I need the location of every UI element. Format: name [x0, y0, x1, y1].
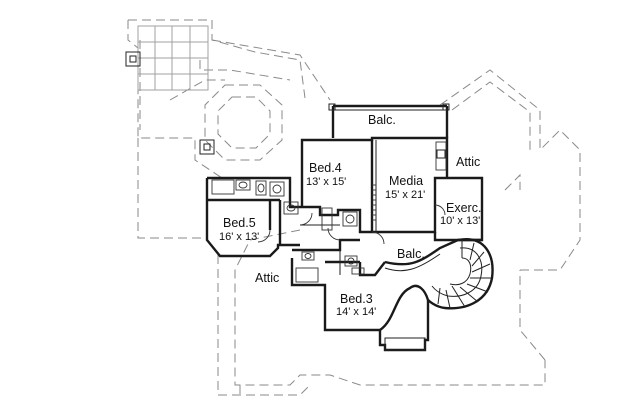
roof-outline: [127, 19, 581, 396]
bath-fixtures: [211, 179, 365, 283]
room-labels: Balc. Bed.4 13' x 15' Media 15' x 21' At…: [219, 113, 481, 318]
top-balcony: [328, 103, 450, 138]
room-name-media: Media: [389, 174, 423, 188]
room-size-media: 15' x 21': [385, 189, 425, 201]
room-name-bed3: Bed.3: [340, 292, 373, 306]
room-name-balc-top: Balc.: [368, 113, 396, 127]
room-name-bed5: Bed.5: [223, 216, 256, 230]
room-size-bed4: 13' x 15': [306, 176, 346, 188]
room-size-bed3: 14' x 14': [336, 306, 376, 318]
room-name-exerc: Exerc.: [446, 201, 481, 215]
pergola-grid: [125, 25, 215, 155]
spiral-stair: [427, 238, 494, 310]
interior-stair: [321, 141, 447, 231]
room-name-attic-right: Attic: [456, 155, 480, 169]
room-size-bed5: 16' x 13': [219, 231, 259, 243]
room-name-balc-mid: Balc.: [397, 247, 425, 261]
building-walls: [205, 136, 484, 352]
room-size-exerc: 10' x 13': [440, 215, 480, 227]
room-name-attic-left: Attic: [255, 271, 279, 285]
door-swings: [257, 204, 446, 245]
room-name-bed4: Bed.4: [309, 161, 342, 175]
